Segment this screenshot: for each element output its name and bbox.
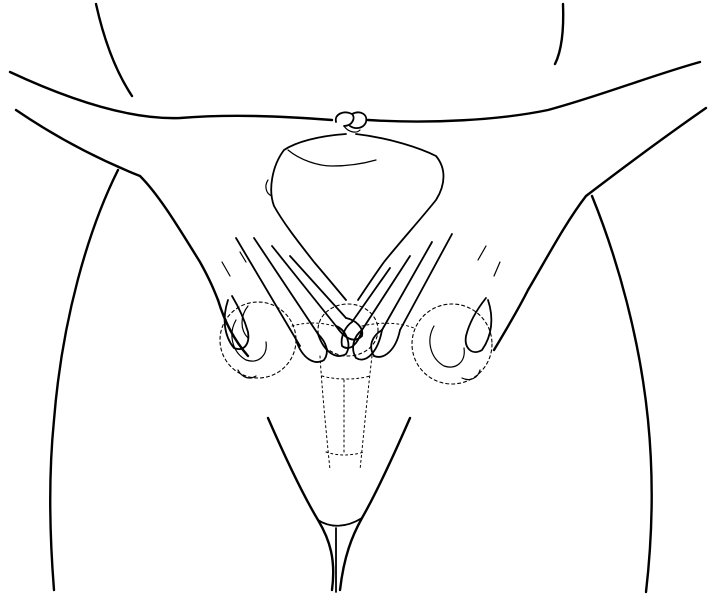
uterus-fundus-outline <box>271 134 346 300</box>
stroke-a <box>222 262 230 276</box>
right-fingertip-1 <box>371 330 400 357</box>
right-hand <box>342 62 706 360</box>
right-forearm-upper <box>368 62 700 122</box>
clasp-loop-left <box>336 112 354 126</box>
left-forearm-lower <box>16 110 218 300</box>
left-ovary-tail <box>238 370 256 378</box>
right-fingertip-2 <box>353 330 382 360</box>
stroke-c <box>478 246 486 260</box>
canal-left-dashed <box>320 356 330 470</box>
right-flank-outline <box>555 4 563 64</box>
left-hip-outline <box>50 170 118 590</box>
groin-crease <box>318 518 362 526</box>
left-inner-thigh <box>268 418 333 590</box>
uterus <box>266 134 444 300</box>
uterus-inner-contour <box>288 150 376 166</box>
left-hand <box>10 72 362 362</box>
stroke-d <box>494 262 500 276</box>
hand-clasp <box>336 112 367 132</box>
right-ovary-detail <box>430 326 464 367</box>
right-ovary-detail-2 <box>462 370 480 380</box>
vaginal-canal <box>320 356 372 470</box>
body-outline <box>50 4 651 592</box>
left-forearm-upper <box>10 72 332 120</box>
right-hip-outline <box>592 196 652 592</box>
canal-upper-band <box>322 376 370 379</box>
motion-strokes <box>222 246 500 276</box>
right-finger-1 <box>400 234 452 330</box>
right-forearm-lower <box>494 108 706 350</box>
canal-mid-band <box>326 452 364 455</box>
left-ovary-outline <box>220 302 296 378</box>
left-fingertip-1 <box>296 334 327 362</box>
right-inner-thigh <box>340 418 410 590</box>
left-flank-outline <box>96 4 132 96</box>
right-tube-dashed <box>362 323 414 328</box>
